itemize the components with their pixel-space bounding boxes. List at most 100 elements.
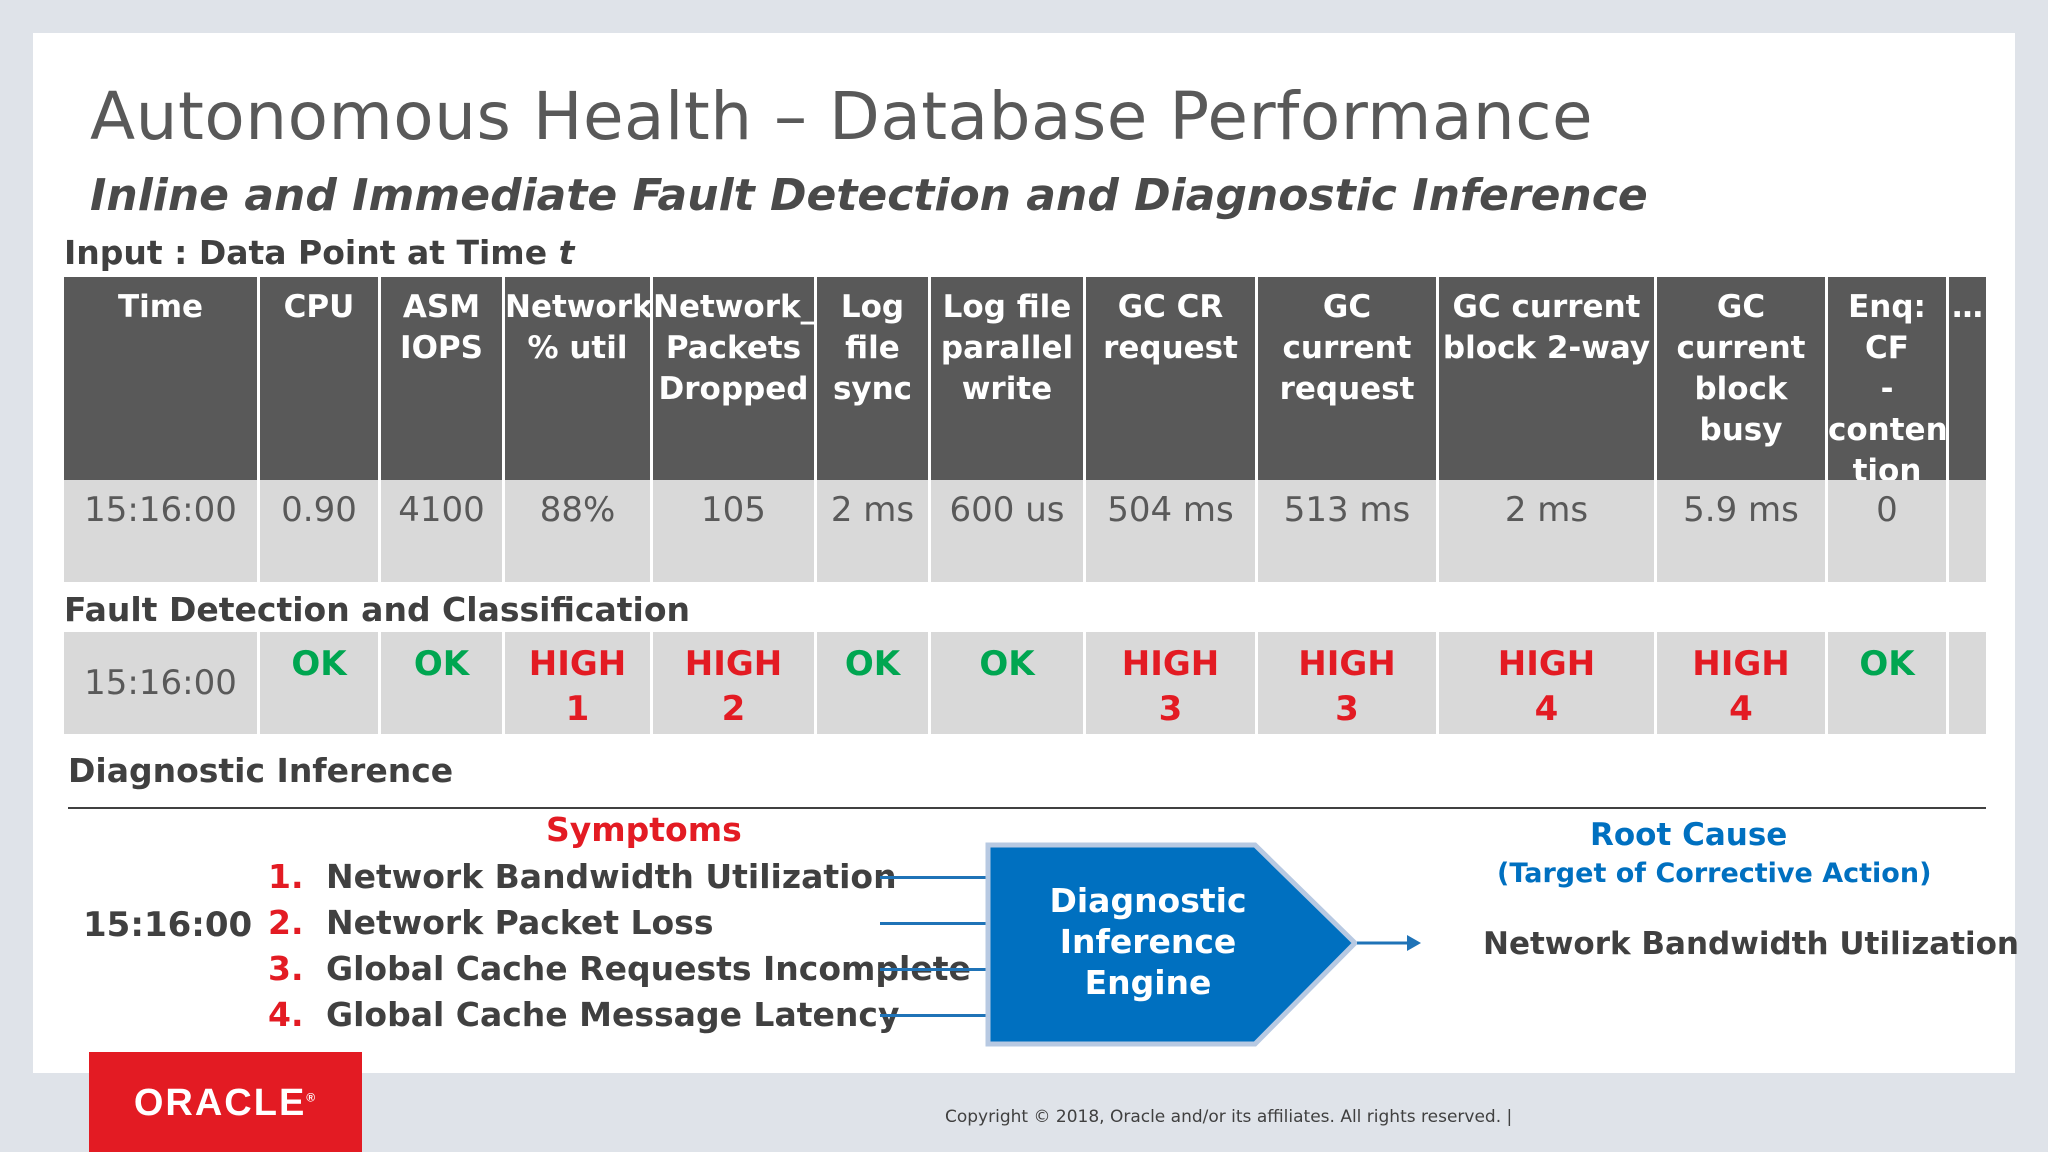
- status-label: OK: [979, 644, 1035, 684]
- column-header: Log file sync: [817, 277, 931, 492]
- column-header-label: Network % util: [505, 289, 653, 366]
- metric-value-cell: 600 us: [931, 480, 1086, 582]
- column-header: GC current block busy: [1657, 277, 1828, 492]
- metric-value-cell: 5.9 ms: [1657, 480, 1828, 582]
- root-cause-value: Network Bandwidth Utilization: [1483, 926, 2020, 962]
- column-header: GC CR request: [1086, 277, 1258, 492]
- symptom-connector: [880, 1014, 988, 1017]
- metric-value-cell: 105: [653, 480, 817, 582]
- column-header-label: Time: [117, 289, 204, 325]
- fault-time-cell: 15:16:00: [64, 632, 260, 734]
- column-header-label: Log file sync: [832, 289, 913, 407]
- fault-status-row: 15:16:00 OK OK HIGH 1 HIGH 2 OK OK HIGH 3 HIGH …: [64, 632, 1986, 734]
- column-header-label: GC current request: [1279, 289, 1415, 407]
- oracle-logo-word: ORACLE: [133, 1082, 307, 1124]
- status-cell: HIGH 4: [1439, 632, 1657, 734]
- metric-value-cell: 513 ms: [1258, 480, 1439, 582]
- symptoms-title: Symptoms: [546, 810, 742, 849]
- status-cell: HIGH 3: [1258, 632, 1439, 734]
- symptom-text: Network Packet Loss: [326, 903, 714, 942]
- column-header-label: ASM IOPS: [400, 289, 483, 366]
- oracle-logo-text: ORACLE®: [89, 1082, 362, 1125]
- fault-section-label: Fault Detection and Classification: [64, 590, 690, 629]
- slide-title: Autonomous Health – Database Performance: [90, 78, 1594, 155]
- status-label: HIGH 1: [528, 644, 627, 729]
- column-header-label: …: [1952, 289, 1983, 325]
- input-section-label: Input : Data Point at Time t: [64, 233, 574, 272]
- symptom-number: 3.: [268, 949, 304, 988]
- status-cell: OK: [260, 632, 381, 734]
- metric-value-cell: 504 ms: [1086, 480, 1258, 582]
- status-cell: OK: [381, 632, 505, 734]
- column-header-label: GC current block busy: [1676, 289, 1806, 448]
- column-header: Time: [64, 277, 260, 492]
- metric-value-cell: 0: [1828, 480, 1949, 582]
- column-header: GC current request: [1258, 277, 1439, 492]
- inference-engine-shape: [985, 842, 1421, 1047]
- column-header: CPU: [260, 277, 381, 492]
- status-cell: [1949, 632, 1986, 734]
- symptom-connector: [880, 968, 988, 971]
- diagnostic-section-label: Diagnostic Inference: [68, 751, 454, 790]
- column-header-label: CPU: [283, 289, 355, 325]
- oracle-logo-mark: ®: [306, 1090, 318, 1105]
- column-header: Enq: CF - conten tion: [1828, 277, 1949, 492]
- status-cell: OK: [931, 632, 1086, 734]
- metric-value-cell: 88%: [505, 480, 653, 582]
- input-label-variable: t: [558, 233, 575, 272]
- fault-status-table: 15:16:00 OK OK HIGH 1 HIGH 2 OK OK HIGH 3 HIGH …: [64, 632, 1986, 734]
- root-cause-title: Root Cause: [1590, 817, 1788, 853]
- metric-value-cell: [1949, 480, 1986, 582]
- status-label: HIGH 3: [1121, 644, 1220, 729]
- status-cell: HIGH 4: [1657, 632, 1828, 734]
- column-header: GC current block 2-way: [1439, 277, 1657, 492]
- input-label-prefix: Input : Data Point at Time: [64, 233, 559, 272]
- metric-value-cell: 2 ms: [1439, 480, 1657, 582]
- arrow-right-icon: [1357, 935, 1421, 951]
- column-header-label: GC CR request: [1103, 289, 1238, 366]
- metric-value-cell: 4100: [381, 480, 505, 582]
- symptom-item: 4. Global Cache Message Latency: [268, 995, 899, 1034]
- diagnostic-divider: [68, 807, 1986, 809]
- metric-value-cell: 0.90: [260, 480, 381, 582]
- engine-label: Diagnostic Inference Engine: [1049, 881, 1247, 1002]
- column-header-label: Network_ Packets Dropped: [653, 289, 817, 407]
- metric-value-cell: 15:16:00: [64, 480, 260, 582]
- column-header: Network_ Packets Dropped: [653, 277, 817, 492]
- status-cell: HIGH 2: [653, 632, 817, 734]
- status-cell: OK: [817, 632, 931, 734]
- status-cell: HIGH 1: [505, 632, 653, 734]
- symptom-number: 4.: [268, 995, 304, 1034]
- symptom-text: Network Bandwidth Utilization: [326, 857, 897, 896]
- symptom-number: 2.: [268, 903, 304, 942]
- root-cause-subtitle: (Target of Corrective Action): [1497, 858, 1932, 889]
- symptom-item: 3. Global Cache Requests Incomplete: [268, 949, 971, 988]
- status-cell: OK: [1828, 632, 1949, 734]
- column-header: ASM IOPS: [381, 277, 505, 492]
- slide-subtitle: Inline and Immediate Fault Detection and…: [90, 170, 1648, 221]
- column-header: Network % util: [505, 277, 653, 492]
- copyright-notice: Copyright © 2018, Oracle and/or its affi…: [945, 1107, 1513, 1127]
- engine-pentagon: [985, 842, 1359, 1047]
- symptom-text: Global Cache Requests Incomplete: [326, 949, 971, 988]
- diagnostic-time: 15:16:00: [83, 905, 253, 945]
- metric-value-cell: 2 ms: [817, 480, 931, 582]
- oracle-logo: ORACLE®: [89, 1052, 362, 1152]
- symptom-connector: [880, 876, 988, 879]
- status-label: OK: [844, 644, 901, 684]
- status-label: OK: [1859, 644, 1915, 684]
- symptom-item: 2. Network Packet Loss: [268, 903, 713, 942]
- status-label: OK: [413, 644, 470, 684]
- column-header-label: Log file parallel write: [940, 289, 1074, 407]
- status-label: OK: [291, 644, 347, 684]
- status-label: HIGH 4: [1497, 644, 1596, 729]
- status-label: HIGH 4: [1692, 644, 1790, 729]
- symptom-item: 1. Network Bandwidth Utilization: [268, 857, 897, 896]
- symptom-text: Global Cache Message Latency: [326, 995, 900, 1034]
- column-header: …: [1949, 277, 1986, 492]
- symptom-number: 1.: [268, 857, 304, 896]
